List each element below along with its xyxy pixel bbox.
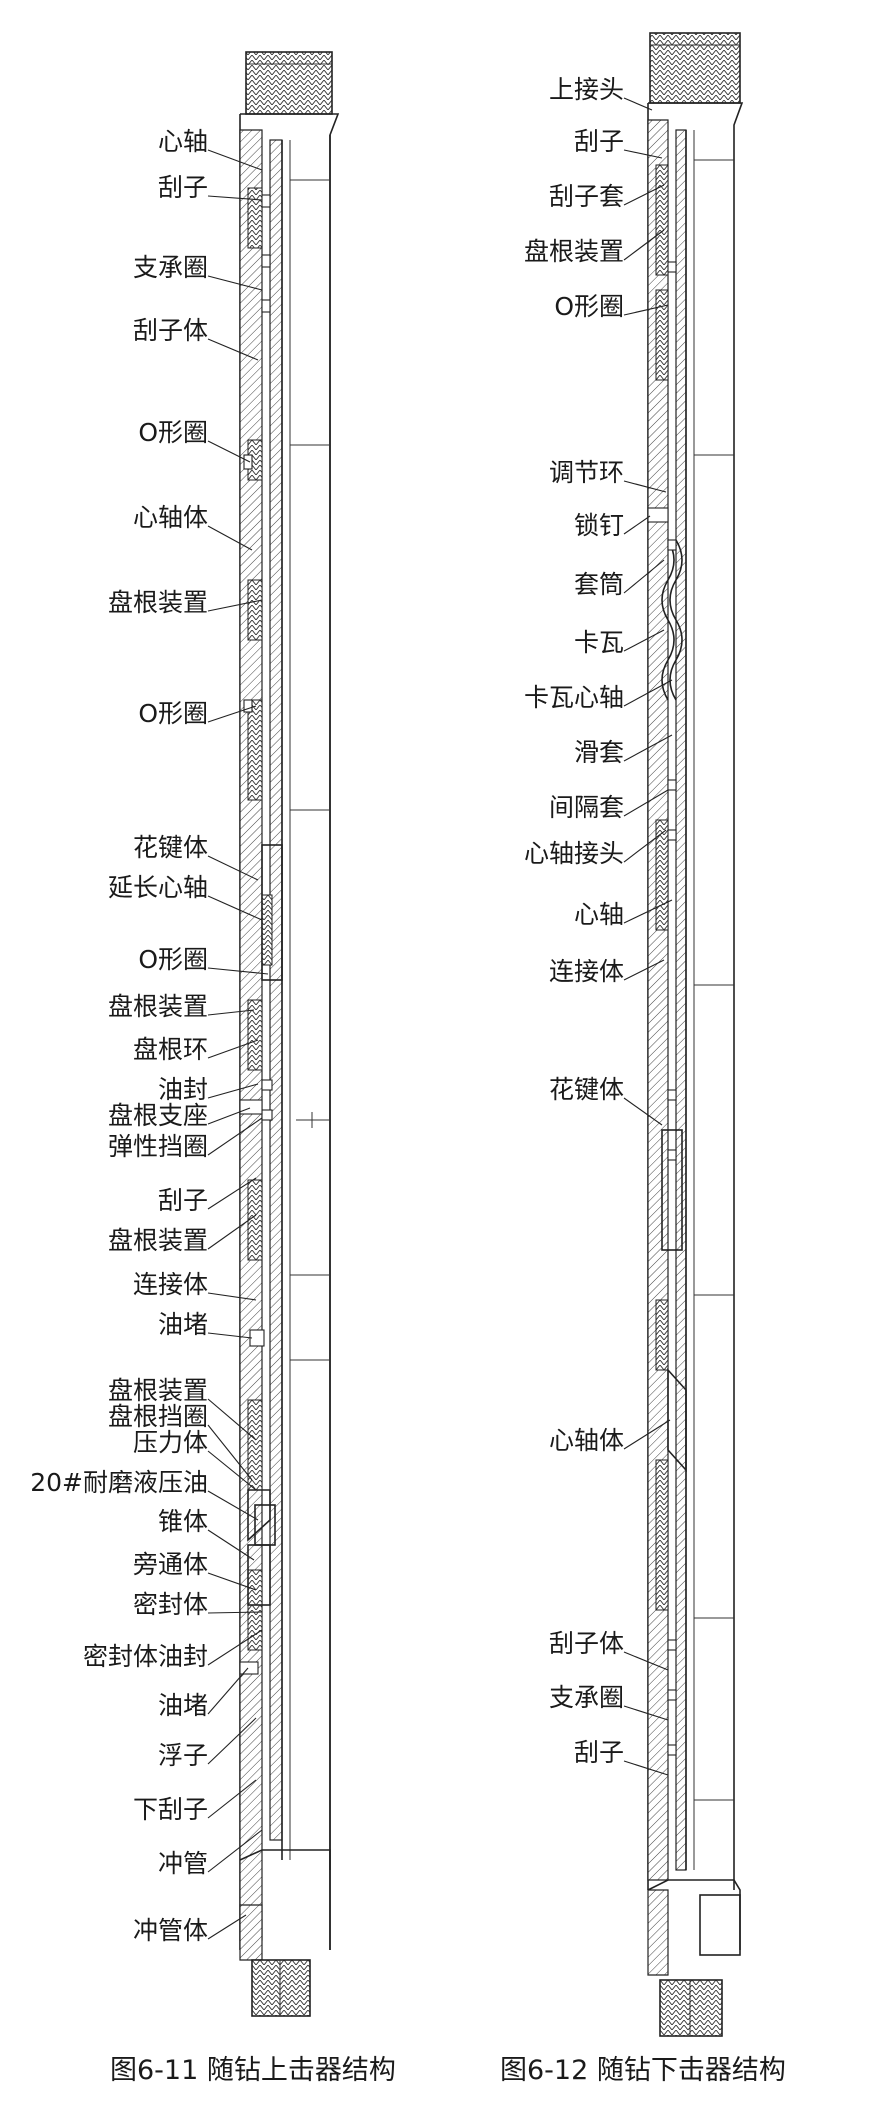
right-label-1: 上接头 bbox=[549, 75, 624, 104]
left-label-28: 密封体油封 bbox=[83, 1642, 208, 1671]
left-label-1: 心轴 bbox=[158, 127, 208, 156]
right-label-3: 刮子套 bbox=[549, 182, 624, 211]
left-label-5: O形圈 bbox=[138, 418, 208, 447]
left-label-10: 延长心轴 bbox=[108, 873, 208, 902]
right-label-4: 盘根装置 bbox=[524, 237, 624, 266]
left-label-11: O形圈 bbox=[138, 945, 208, 974]
left-label-27: 密封体 bbox=[133, 1590, 208, 1619]
left-label-30: 浮子 bbox=[158, 1741, 208, 1770]
left-label-3: 支承圈 bbox=[133, 253, 208, 282]
left-tool-body bbox=[239, 51, 340, 2017]
left-label-14: 油封 bbox=[158, 1075, 208, 1104]
left-figure-caption: 图6-11 随钻上击器结构 bbox=[110, 2055, 396, 2086]
left-label-7: 盘根装置 bbox=[108, 588, 208, 617]
left-label-23: 压力体 bbox=[133, 1428, 208, 1457]
right-figure-caption: 图6-12 随钻下击器结构 bbox=[500, 2055, 786, 2086]
left-label-16: 弹性挡圈 bbox=[108, 1132, 208, 1161]
right-label-15: 连接体 bbox=[549, 957, 624, 986]
right-label-18: 刮子体 bbox=[549, 1629, 624, 1658]
right-label-5: O形圈 bbox=[554, 292, 624, 321]
left-label-33: 冲管体 bbox=[133, 1916, 208, 1945]
right-label-19: 支承圈 bbox=[549, 1683, 624, 1712]
left-label-9: 花键体 bbox=[133, 833, 208, 862]
left-label-4: 刮子体 bbox=[133, 316, 208, 345]
left-label-6: 心轴体 bbox=[133, 503, 208, 532]
right-labels: 上接头 刮子 刮子套 盘根装置 O形圈 调节环 锁钉 套筒 卡瓦 卡瓦心轴 滑套… bbox=[524, 75, 673, 1776]
left-label-15: 盘根支座 bbox=[108, 1101, 208, 1130]
right-label-10: 卡瓦心轴 bbox=[524, 683, 624, 712]
right-label-14: 心轴 bbox=[574, 900, 624, 929]
left-labels: 心轴 刮子 支承圈 刮子体 O形圈 心轴体 盘根装置 O形圈 花键体 延长心轴 … bbox=[30, 127, 269, 1945]
right-label-17: 心轴体 bbox=[549, 1426, 624, 1455]
left-label-12: 盘根装置 bbox=[108, 992, 208, 1021]
right-label-9: 卡瓦 bbox=[574, 628, 624, 657]
left-label-26: 旁通体 bbox=[133, 1550, 208, 1579]
left-label-21: 盘根装置 bbox=[108, 1376, 208, 1405]
left-label-19: 连接体 bbox=[133, 1270, 208, 1299]
left-label-29: 油堵 bbox=[158, 1691, 208, 1720]
right-label-12: 间隔套 bbox=[549, 793, 624, 822]
left-label-20: 油堵 bbox=[158, 1310, 208, 1339]
right-label-2: 刮子 bbox=[574, 127, 624, 156]
left-label-25: 锥体 bbox=[158, 1507, 208, 1536]
left-label-8: O形圈 bbox=[138, 699, 208, 728]
right-label-13: 心轴接头 bbox=[524, 839, 624, 868]
right-label-6: 调节环 bbox=[549, 458, 624, 487]
left-label-22: 盘根挡圈 bbox=[108, 1402, 208, 1431]
left-label-18: 盘根装置 bbox=[108, 1226, 208, 1255]
left-label-24: 20#耐磨液压油 bbox=[30, 1468, 208, 1497]
left-label-32: 冲管 bbox=[158, 1849, 208, 1878]
left-label-2: 刮子 bbox=[158, 173, 208, 202]
right-label-20: 刮子 bbox=[574, 1738, 624, 1767]
right-tool-body bbox=[647, 32, 744, 2037]
right-label-11: 滑套 bbox=[574, 738, 624, 767]
left-label-13: 盘根环 bbox=[133, 1035, 208, 1064]
right-label-7: 锁钉 bbox=[574, 511, 624, 540]
left-label-31: 下刮子 bbox=[133, 1795, 208, 1824]
right-label-16: 花键体 bbox=[549, 1075, 624, 1104]
left-label-17: 刮子 bbox=[158, 1186, 208, 1215]
right-label-8: 套筒 bbox=[574, 570, 624, 599]
